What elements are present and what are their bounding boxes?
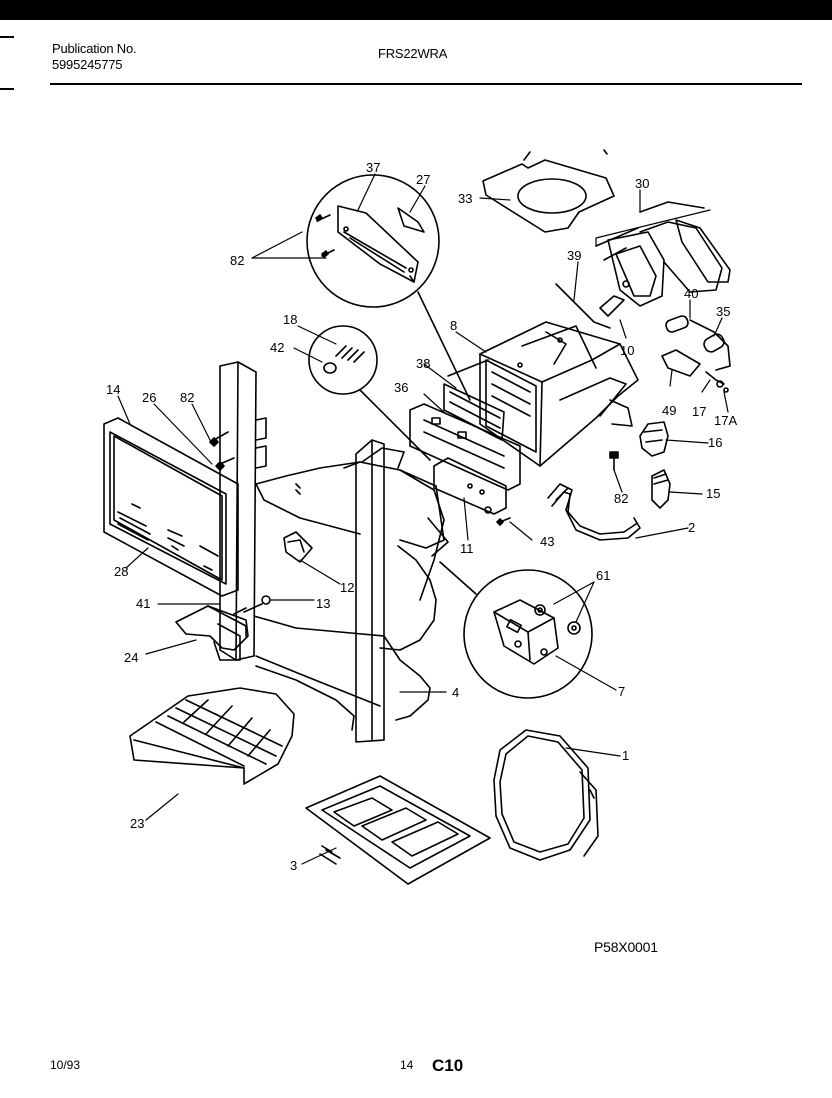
top-cover-plate [482, 149, 615, 233]
callout-8: 8 [450, 318, 457, 333]
control-box-assembly [443, 321, 639, 467]
callout-82: 82 [230, 253, 244, 268]
callout-labels: 37 27 33 30 82 39 40 35 18 8 42 10 38 14… [106, 160, 737, 873]
callout-24: 24 [124, 650, 138, 665]
vertical-post [355, 439, 385, 743]
callout-15: 15 [706, 486, 720, 501]
fan-housing [595, 201, 731, 317]
water-tube [493, 729, 599, 861]
callout-11: 11 [460, 541, 474, 556]
callout-2: 2 [688, 520, 695, 535]
binding-mark [0, 88, 14, 90]
switch-plate-36 [409, 403, 521, 491]
callout-17: 17 [692, 404, 706, 419]
header-rule [50, 83, 802, 85]
callout-10: 10 [620, 343, 634, 358]
dispenser-front-panel [103, 417, 239, 597]
screw-82-right [609, 451, 619, 471]
callout-3: 3 [290, 858, 297, 873]
callout-leaders [117, 173, 729, 865]
footer-page-number: 14 [400, 1058, 414, 1072]
detail-circle-spring [308, 325, 431, 461]
top-black-bar [0, 0, 832, 20]
light-bulb-15 [651, 469, 671, 509]
wire-harness-2 [547, 483, 641, 541]
thermistor-parts [661, 315, 731, 393]
callout-39: 39 [567, 248, 581, 263]
callout-82c: 82 [614, 491, 628, 506]
callout-23: 23 [130, 816, 144, 831]
callout-43: 43 [540, 534, 554, 549]
callout-36: 36 [394, 380, 408, 395]
callout-27: 27 [416, 172, 430, 187]
callout-18: 18 [283, 312, 297, 327]
ice-chute-housing [253, 447, 449, 731]
binding-mark [0, 36, 14, 38]
callout-33: 33 [458, 191, 472, 206]
callout-42: 42 [270, 340, 284, 355]
callout-61: 61 [596, 568, 610, 583]
callout-17A: 17A [714, 413, 737, 428]
light-socket-16 [639, 421, 669, 457]
callout-49: 49 [662, 403, 676, 418]
heater-pad [305, 775, 491, 885]
dispenser-paddle [175, 595, 271, 661]
diagram-code: P58X0001 [594, 939, 658, 955]
callout-12: 12 [340, 580, 354, 595]
footer-date: 10/93 [50, 1058, 81, 1072]
callout-28: 28 [114, 564, 128, 579]
callout-4: 4 [452, 685, 459, 700]
callout-35: 35 [716, 304, 730, 319]
ice-tray-drawer [129, 687, 295, 785]
callout-1: 1 [622, 748, 629, 763]
detail-circle-bracket [306, 174, 471, 401]
callout-40: 40 [684, 286, 698, 301]
callout-16: 16 [708, 435, 722, 450]
plate-11 [433, 457, 507, 515]
model-number: FRS22WRA [378, 46, 448, 61]
footer-section-code: C10 [432, 1056, 464, 1075]
callout-13: 13 [316, 596, 330, 611]
callout-41: 41 [136, 596, 150, 611]
left-vertical-bracket [209, 361, 267, 661]
detail-circle-switch [439, 561, 593, 699]
callout-38: 38 [416, 356, 430, 371]
callout-30: 30 [635, 176, 649, 191]
callout-82b: 82 [180, 390, 194, 405]
callout-14: 14 [106, 382, 120, 397]
callout-7: 7 [618, 684, 625, 699]
wire-harness-39 [555, 283, 611, 329]
publication-number: 5995245775 [52, 57, 123, 72]
publication-label: Publication No. [52, 41, 137, 56]
screw-43-head [496, 518, 504, 526]
callout-37: 37 [366, 160, 380, 175]
callout-26: 26 [142, 390, 156, 405]
